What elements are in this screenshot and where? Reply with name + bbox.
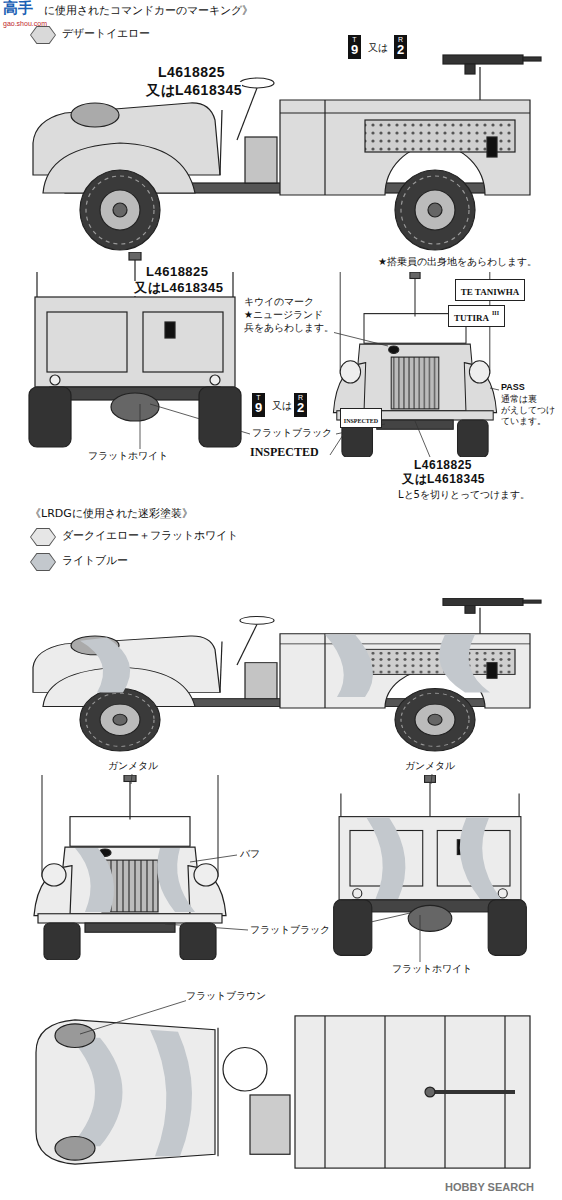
registration-number: 又はL4618345 [134, 281, 224, 296]
node-text-group: TE TANIWHA [461, 281, 519, 299]
inspected-label: INSPECTED [250, 446, 319, 460]
legend-text: ライトブルー [62, 555, 128, 568]
registration-number: 又はL4618345 [146, 82, 242, 98]
node-text: III [492, 310, 499, 316]
paint-swatch-outline [30, 528, 56, 546]
pass-label: PASS [501, 382, 525, 392]
node-text: INSPECTED [344, 418, 378, 424]
node-text: 9 [255, 401, 262, 414]
top-view [36, 1016, 530, 1168]
color-callout: フラットブラウン [186, 990, 266, 1002]
registration-number: L4618825 [158, 64, 225, 80]
camo-rear-bands [366, 818, 501, 899]
marking-square: R2 [394, 35, 407, 59]
color-callout: ガンメタル [405, 760, 455, 772]
note-text: がえしてつけ [501, 405, 555, 415]
paint-swatch-outline [30, 553, 56, 571]
node-text: 2 [397, 43, 404, 56]
rear-view [29, 252, 241, 447]
color-callout: フラットホワイト [88, 450, 168, 462]
node-text: TUTIRA [454, 313, 489, 323]
note-text: 通常は裏 [501, 394, 537, 404]
node-text-group: R2 [297, 394, 304, 414]
note-text: ★ニュージランド [244, 309, 323, 321]
note-text: 又は [368, 42, 388, 54]
camo-front-bands [75, 848, 195, 912]
paint-swatch [31, 529, 55, 545]
color-callout: フラットブラック [250, 924, 330, 936]
marking-square: T9 [252, 393, 265, 417]
camo-side-view [33, 598, 541, 751]
paint-swatch [31, 554, 55, 570]
watermark: 高手 [3, 0, 33, 17]
node-text: 2 [297, 401, 304, 414]
marking-square: R2 [294, 393, 307, 417]
watermark: HOBBY SEARCH [445, 1181, 534, 1194]
node-text-group: T9 [255, 394, 262, 414]
node-text: T [255, 394, 262, 401]
camo-rear-view [334, 775, 527, 955]
node-text: T [351, 36, 358, 43]
note-text: ています。 [501, 416, 546, 426]
color-callout: フラットブラック [252, 427, 332, 439]
node-text: R [397, 36, 404, 43]
note-text: キウイのマーク [244, 296, 314, 308]
name-tag: TE TANIWHA [455, 279, 525, 301]
node-text: 9 [351, 43, 358, 56]
marking-square: T9 [348, 35, 361, 59]
section-heading: に使用されたコマンドカーのマーキング》 [44, 5, 253, 18]
node-text-group: INSPECTED [344, 409, 378, 427]
note-text: 又は [272, 400, 292, 412]
name-tag: TUTIRAIII [448, 305, 505, 327]
plate-sign: INSPECTED [340, 408, 382, 428]
node-text-group: TUTIRAIII [454, 307, 499, 325]
note-text: 兵をあらわします。 [244, 322, 334, 334]
leader-lines [80, 330, 499, 1034]
paint-swatch [31, 27, 55, 43]
color-callout: フラットホワイト [392, 963, 472, 975]
registration-number: L4618825 [414, 459, 472, 473]
node-text-group: R2 [397, 36, 404, 56]
camo-front-view [34, 775, 226, 960]
side-view [33, 55, 541, 250]
legend-text: デザートイエロー [62, 28, 150, 41]
section-heading: 《LRDGに使用された迷彩塗装》 [30, 508, 193, 521]
node-text: R [297, 394, 304, 401]
camo-side-bands [80, 634, 490, 697]
registration-number: 又はL4618345 [402, 473, 485, 487]
node-text: TE TANIWHA [461, 287, 519, 297]
note-text: ★搭乗員の出身地をあらわします。 [378, 256, 537, 268]
paint-swatch-outline [30, 26, 56, 44]
legend-text: ダークイエロー＋フラットホワイト [62, 530, 238, 543]
color-callout: ガンメタル [108, 760, 158, 772]
registration-number: L4618825 [146, 265, 209, 280]
note-text: Lと5を切りとってつけます。 [398, 489, 530, 501]
color-callout: バフ [240, 848, 260, 860]
node-text-group: T9 [351, 36, 358, 56]
